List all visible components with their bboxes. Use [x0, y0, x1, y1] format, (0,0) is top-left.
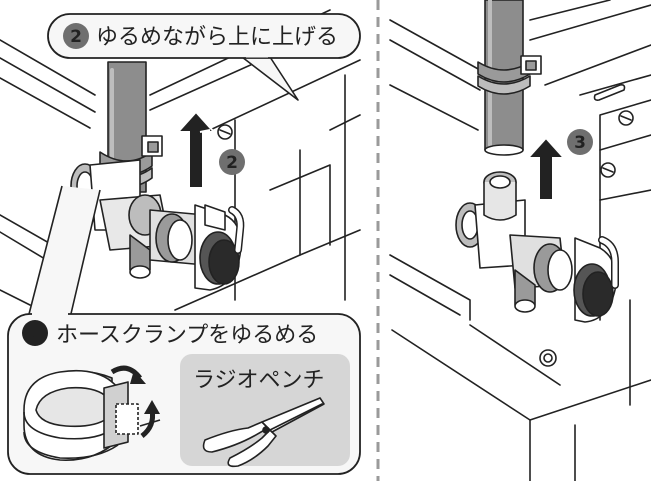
screw-icon [217, 124, 233, 140]
valve [70, 159, 242, 291]
supply-pipe-right [598, 236, 619, 289]
tool-box-label: ラジオペンチ [193, 368, 325, 393]
step-3-marker-number: 3 [574, 133, 586, 153]
callout-step-2: 2 ゆるめながら上に上げる [47, 13, 361, 101]
rotate-arrow-icon [110, 365, 160, 438]
up-arrow-icon [175, 110, 217, 189]
tool-box: ラジオペンチ [180, 354, 350, 468]
screw-icon [600, 162, 616, 178]
right-panel [389, 0, 651, 481]
mounting-slot [593, 84, 626, 101]
clamp-closeup [23, 369, 161, 461]
callout-step-2-number: 2 [70, 27, 82, 47]
callout-step-1: 1 ホースクランプをゆるめる ラジオペンチ [7, 185, 361, 475]
up-arrow-icon [525, 136, 567, 201]
step-2-marker: 2 [219, 149, 245, 175]
hose-clamp-raised [477, 55, 542, 95]
callout-step-2-text: ゆるめながら上に上げる [96, 25, 338, 50]
callout-step-1-text: ホースクランプをゆるめる [56, 323, 318, 348]
callout-step-2-badge [63, 23, 89, 49]
left-panel [0, 9, 361, 311]
valve-right [455, 171, 617, 323]
callout-step-1-number: 1 [29, 324, 41, 344]
step-2-marker-number: 2 [226, 153, 238, 173]
callout-step-1-badge [22, 320, 48, 346]
step-3-marker: 3 [567, 129, 593, 155]
screw-icon [618, 110, 634, 126]
supply-pipe [228, 206, 245, 254]
screw-icon [539, 349, 557, 367]
pliers-icon [202, 397, 325, 468]
